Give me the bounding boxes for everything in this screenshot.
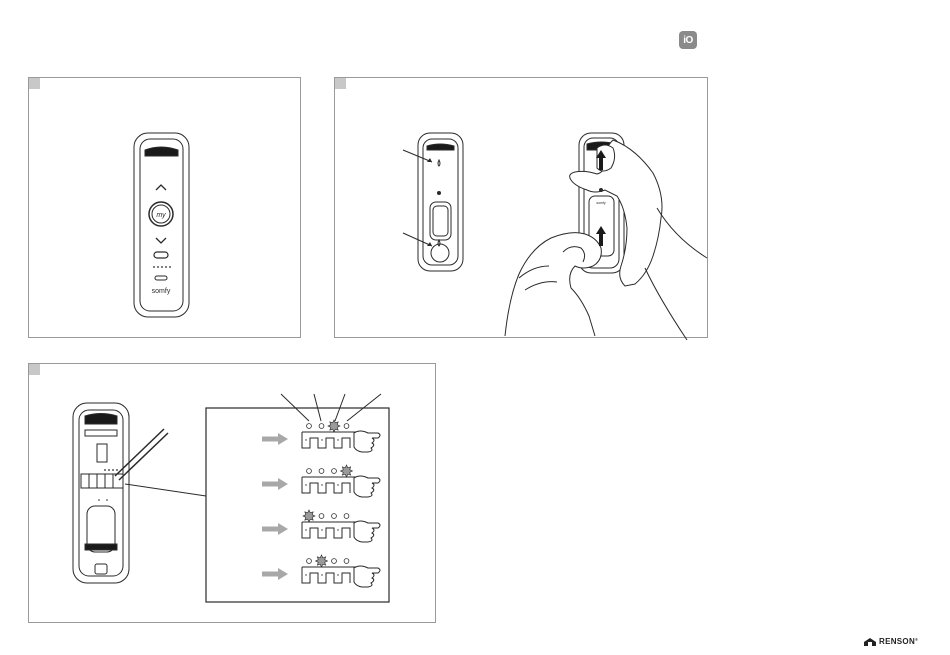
led-off-icon — [344, 424, 349, 429]
channel-row-2 — [262, 465, 380, 497]
led-off-icon — [307, 559, 312, 564]
remote-inner-shell — [140, 139, 183, 311]
renson-logo: RENSON® — [864, 637, 918, 646]
step-1-panel: my somfy — [28, 77, 301, 338]
gray-arrow-icon — [262, 478, 288, 490]
led-active-icon — [341, 465, 353, 477]
my-button-label: my — [156, 212, 166, 219]
step-2-panel: somfy — [334, 77, 708, 338]
channel-buttons-strip — [302, 567, 358, 583]
channel-row-3 — [262, 510, 380, 542]
pressing-hand-icon — [354, 431, 380, 452]
led-active-icon — [328, 420, 340, 432]
gray-arrow-icon — [262, 523, 288, 535]
led-active-icon — [316, 555, 328, 567]
stylus-pen — [115, 429, 164, 476]
gray-arrow-icon — [262, 568, 288, 580]
renson-house-icon — [864, 638, 876, 646]
channel-selection-illustration — [29, 364, 437, 624]
led-off-icon — [344, 559, 349, 564]
led-off-icon — [332, 559, 337, 564]
channel-buttons-strip — [81, 474, 123, 488]
gray-arrow-icon — [262, 433, 288, 445]
step-3-panel — [28, 363, 436, 623]
somfy-logo: somfy — [152, 288, 171, 295]
remote-small-bar — [155, 276, 167, 280]
channel-buttons-strip — [302, 477, 358, 493]
channel-buttons-strip — [302, 522, 358, 538]
up-chevron-icon — [156, 185, 166, 190]
led-off-icon — [319, 469, 324, 474]
pressing-hand-icon — [354, 566, 380, 587]
remote-back-illustration: somfy — [335, 78, 709, 339]
channel-sequence-rows — [262, 420, 380, 587]
drop-icon — [438, 160, 440, 166]
channel-led-dots — [153, 266, 171, 268]
channel-row-4 — [262, 555, 380, 587]
channel-row-1 — [262, 420, 380, 452]
hands-sliding-cover — [505, 133, 707, 340]
led-off-icon — [332, 514, 337, 519]
led-off-icon — [307, 469, 312, 474]
pressing-hand-icon — [354, 521, 380, 542]
zoom-connector — [125, 484, 206, 496]
drop-icon — [438, 240, 440, 246]
remote-front-illustration: my somfy — [29, 78, 302, 339]
led-active-icon — [303, 510, 315, 522]
renson-brand-text: RENSON® — [879, 637, 918, 646]
remote-top-band — [145, 147, 178, 156]
led-off-icon — [344, 514, 349, 519]
down-chevron-icon — [156, 238, 166, 243]
led-off-icon — [319, 424, 324, 429]
io-protocol-icon: iO — [679, 31, 697, 49]
led-off-icon — [319, 514, 324, 519]
battery-slot — [85, 430, 117, 436]
channel-buttons-strip — [302, 432, 358, 448]
led-off-icon — [307, 424, 312, 429]
somfy-logo: somfy — [596, 201, 606, 205]
led-off-icon — [332, 469, 337, 474]
pressing-hand-icon — [354, 476, 380, 497]
channel-select-button — [154, 252, 168, 258]
